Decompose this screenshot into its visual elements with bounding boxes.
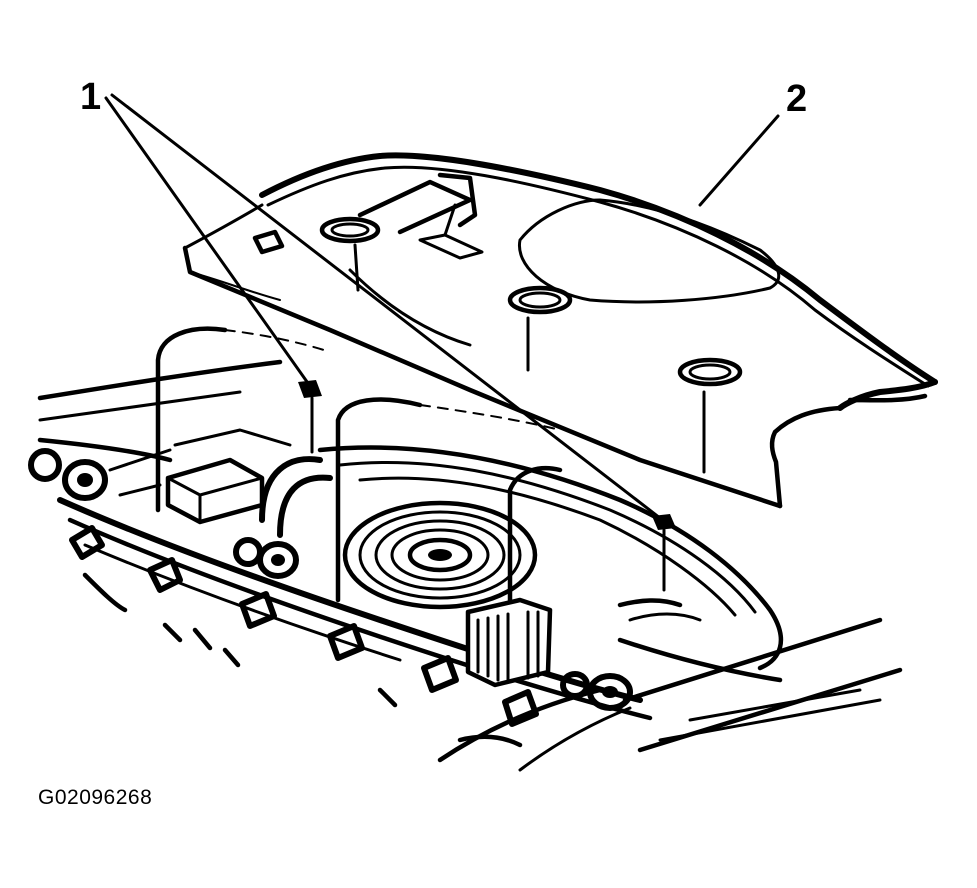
left-trunk-components xyxy=(28,428,333,579)
figure-id: G02096268 xyxy=(38,786,153,809)
callout-1-fasteners: 1 xyxy=(80,76,102,118)
right-trunk-components xyxy=(465,597,702,711)
rear-package-shelf xyxy=(182,152,938,509)
leader-lines xyxy=(104,93,780,520)
callout-2-shelf: 2 xyxy=(786,78,808,120)
spare-tire-well xyxy=(342,500,538,610)
seatback-anchors xyxy=(69,525,539,748)
